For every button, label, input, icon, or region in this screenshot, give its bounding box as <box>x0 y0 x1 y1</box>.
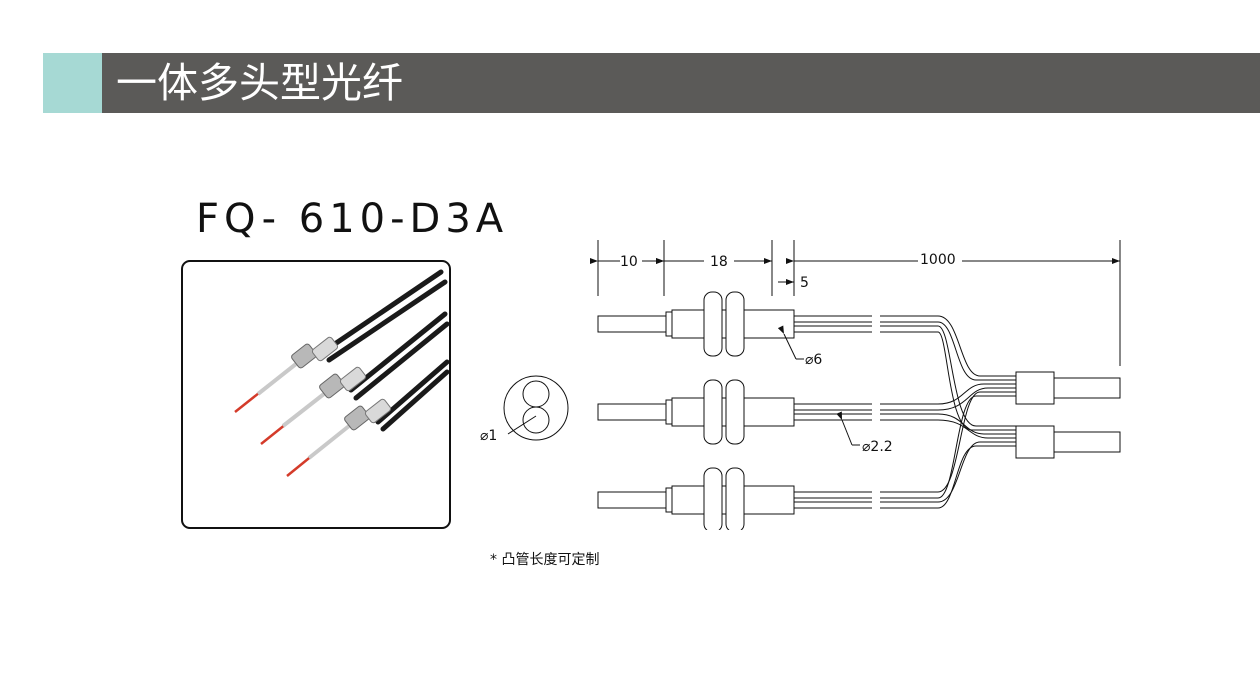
customization-note: * 凸管长度可定制 <box>490 552 600 568</box>
dim-tip-length: 10 <box>620 254 638 270</box>
product-photo <box>181 260 451 529</box>
dim-fiber-diameter: ⌀1 <box>480 428 497 444</box>
header-accent-block <box>43 53 102 113</box>
dim-body-diameter: ⌀6 <box>805 352 822 368</box>
dim-cable-length: 1000 <box>920 252 956 268</box>
page-title: 一体多头型光纤 <box>116 59 403 107</box>
header-bar: 一体多头型光纤 <box>102 53 1260 113</box>
model-number: FQ- 610-D3A <box>196 196 509 242</box>
dim-body-length: 18 <box>710 254 728 270</box>
fiber-probe-photo-icon <box>234 269 449 477</box>
dim-cable-diameter: ⌀2.2 <box>862 439 893 455</box>
technical-drawing: 10 18 5 1000 ⌀6 ⌀2.2 ⌀1 <box>480 240 1121 530</box>
dim-tail-length: 5 <box>800 275 809 291</box>
